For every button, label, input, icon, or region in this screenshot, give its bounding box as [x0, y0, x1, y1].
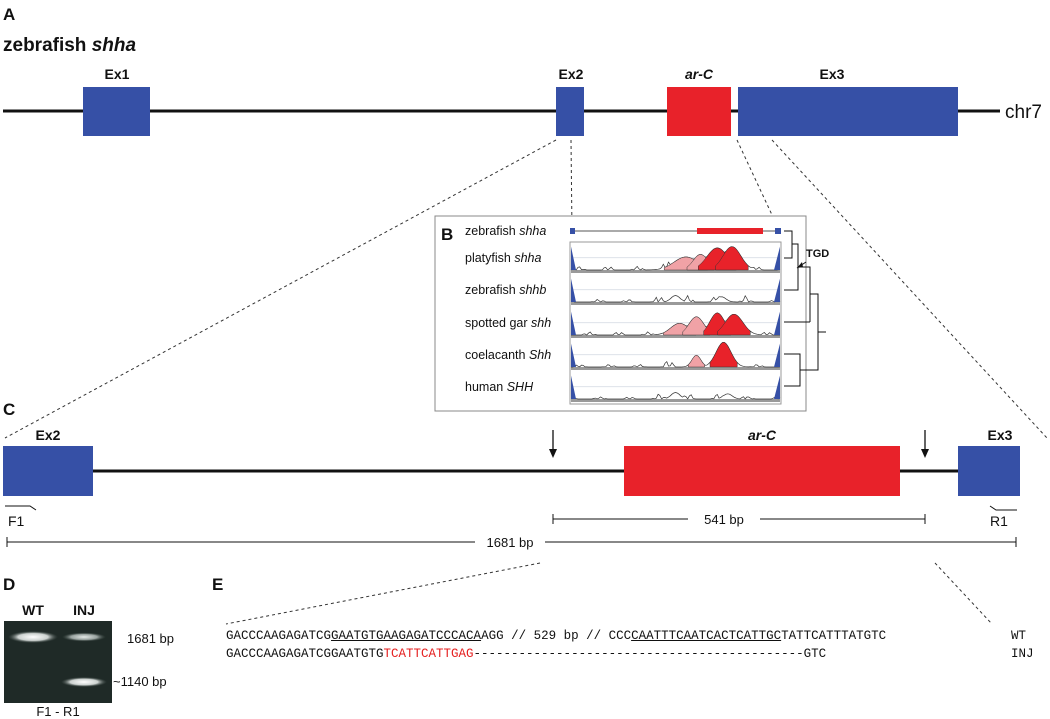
panel-e-letter: E: [212, 575, 223, 594]
gel-band-inj-1140: [61, 677, 107, 687]
gel-band-inj-1681: [62, 632, 106, 642]
conservation-track-3: [571, 311, 780, 338]
track-label-3: spotted gar shh: [465, 316, 551, 330]
panel-c-letter: C: [3, 400, 15, 419]
sequence-inj: GACCCAAGAGATCGGAATGTGTCATTCATTGAG-------…: [226, 647, 826, 661]
scale-bar-541: [552, 514, 926, 524]
exon1-label: Ex1: [105, 66, 130, 82]
conservation-track-5: [570, 375, 781, 402]
gel-primer-label: F1 - R1: [36, 704, 79, 719]
panel-b-track-labels: zebrafish shha platyfish shha zebrafish …: [465, 224, 551, 394]
seq-wt-seg3: AGG // 529 bp // CCC: [481, 629, 632, 643]
genotype-inj: INJ: [1011, 647, 1034, 661]
c-exon3-box: [958, 446, 1020, 496]
seq-inj-seg1: GACCCAAGAGATCGGAATGTG: [226, 647, 384, 661]
track-label-2: zebrafish shhb: [465, 283, 546, 297]
sequence-wt: GACCCAAGAGATCGGAATGTGAAGAGATCCCACAAGG //…: [226, 629, 886, 643]
panel-b-gene-model: [570, 228, 781, 234]
c-exon2-box: [3, 446, 93, 496]
arc-label: ar-C: [685, 66, 714, 82]
exon2-box: [556, 87, 584, 136]
exon3-label: Ex3: [820, 66, 845, 82]
track-label-1: platyfish shha: [465, 251, 541, 265]
panel-a-letter: A: [3, 5, 15, 24]
track-label-0: zebrafish shha: [465, 224, 546, 238]
exon1-box: [83, 87, 150, 136]
c-exon2-label: Ex2: [36, 427, 61, 443]
seq-wt-target2: CAATTTCAATCACTCATTGC: [631, 629, 782, 643]
lane-label-inj: INJ: [73, 602, 95, 618]
genotype-wt: WT: [1011, 629, 1027, 643]
panel-d-letter: D: [3, 575, 15, 594]
c-arc-box: [624, 446, 900, 496]
seq-wt-target1: GAATGTGAAGAGATCCCACA: [331, 629, 482, 643]
conservation-track-4: [571, 342, 781, 370]
tgd-arrow-head: [797, 262, 803, 268]
exon2-label: Ex2: [559, 66, 584, 82]
primer-r1-label: R1: [990, 513, 1008, 529]
cut-site-arrow-left: [549, 430, 557, 458]
conservation-track-1: [570, 246, 781, 273]
c-arc-label: ar-C: [748, 427, 777, 443]
gel-band-wt-1681: [8, 631, 58, 643]
cut-site-arrow-right: [921, 430, 929, 458]
primer-f1-arrow: [5, 505, 37, 511]
arc-box: [667, 87, 731, 136]
zoom-lines-c-to-e: [225, 562, 993, 625]
conservation-tracks: [570, 246, 781, 402]
exon3-box: [738, 87, 958, 136]
scale-label-1681: 1681 bp: [487, 535, 534, 550]
panel-a-title: zebrafish shha: [3, 35, 136, 56]
tgd-label: TGD: [806, 248, 829, 260]
track-label-5: human SHH: [465, 380, 534, 394]
chromosome-label: chr7: [1005, 102, 1042, 123]
seq-inj-deletion: ----------------------------------------…: [473, 647, 827, 661]
seq-inj-insertion: TCATTCATTGAG: [383, 647, 474, 661]
seq-wt-seg1: GACCCAAGAGATCG: [226, 629, 332, 643]
panel-b-letter: B: [441, 225, 453, 244]
band-label-1140: ~1140 bp: [113, 674, 167, 689]
zoom-lines-a-to-c: [4, 139, 1048, 439]
conservation-track-2: [570, 278, 781, 305]
primer-r1-arrow: [989, 505, 1017, 511]
primer-f1-label: F1: [8, 513, 25, 529]
scale-label-541: 541 bp: [704, 512, 744, 527]
scale-bar-1681: [6, 537, 1017, 547]
track-label-4: coelacanth Shh: [465, 348, 551, 362]
c-exon3-label: Ex3: [988, 427, 1013, 443]
seq-wt-seg5: TATTCATTTATGTC: [781, 629, 887, 643]
band-label-1681: 1681 bp: [127, 631, 174, 646]
lane-label-wt: WT: [22, 602, 44, 618]
